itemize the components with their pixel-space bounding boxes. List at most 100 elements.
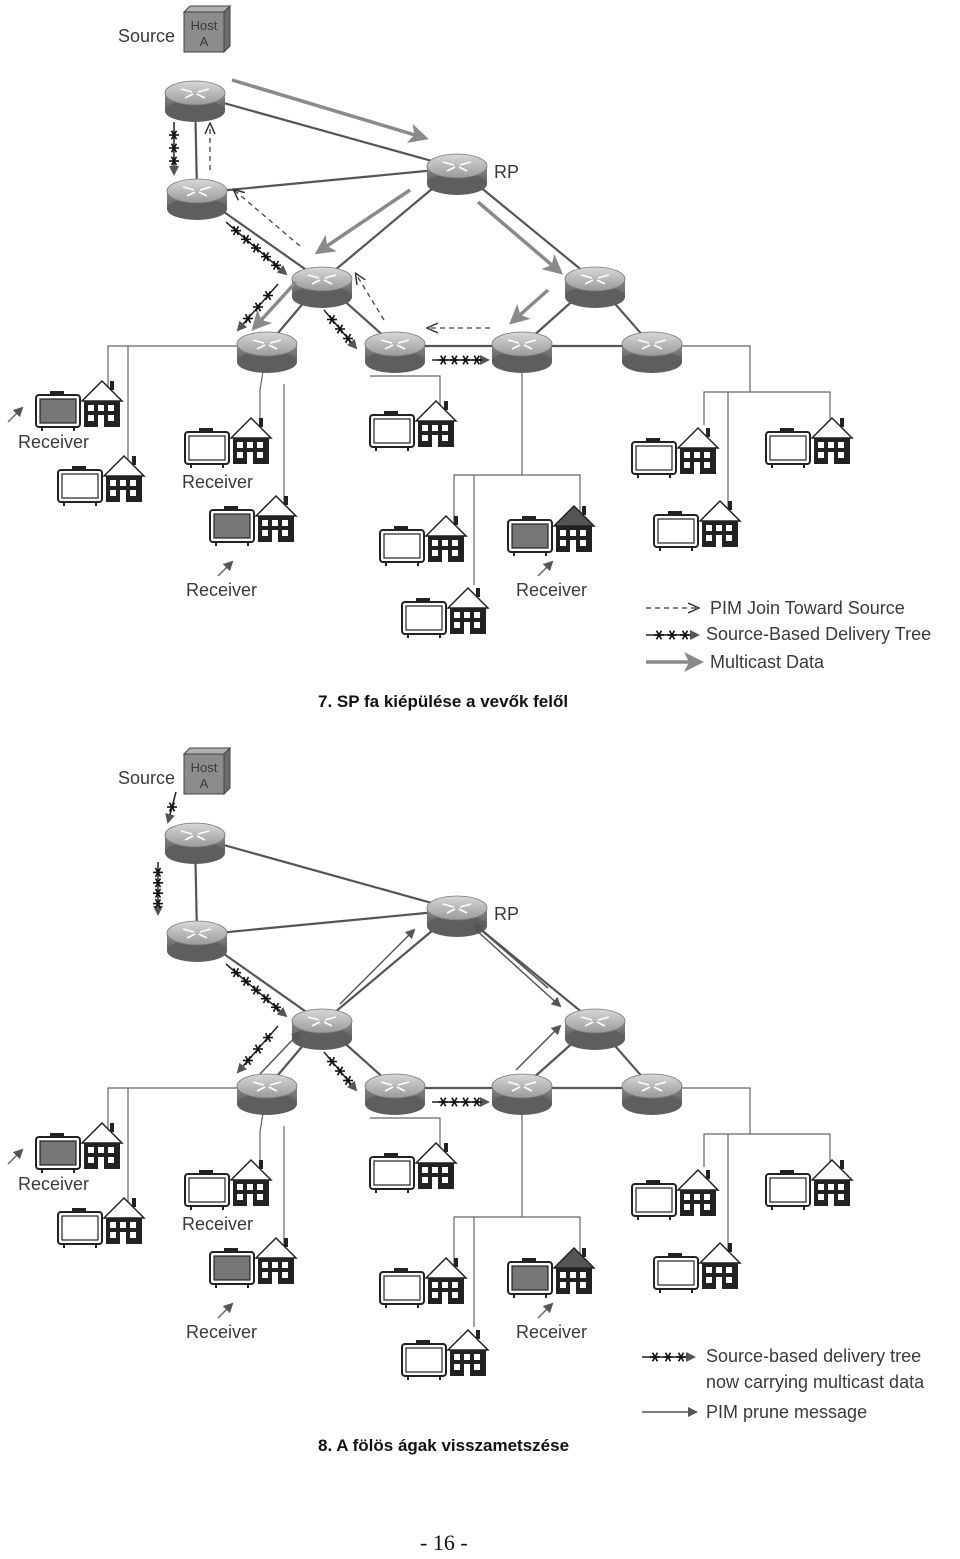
- access-line: [522, 474, 581, 520]
- access-line: [750, 391, 831, 425]
- host-label: Host: [191, 18, 218, 33]
- receiver-household-icon: [379, 514, 468, 566]
- router-icon: [164, 80, 226, 122]
- source-tree-branch: [153, 862, 163, 916]
- legend-label: Multicast Data: [710, 652, 825, 672]
- figure-7-caption: 7. SP fa kiépülése a vevők felől: [318, 692, 569, 711]
- receiver-household-icon: [369, 399, 458, 451]
- receiver-household-icon: [57, 454, 146, 506]
- legend-label: PIM Join Toward Source: [710, 598, 905, 618]
- network-link: [196, 908, 458, 937]
- receiver-household-icon: [209, 494, 298, 546]
- legend: Source-based delivery tree now carrying m…: [642, 1346, 925, 1422]
- multicast-data-arrow: [476, 200, 564, 275]
- multicast-data-arrow: [251, 280, 298, 331]
- receiver-household-icon: [209, 1236, 298, 1288]
- receiver-household-icon: [369, 1141, 458, 1193]
- router-icon: [621, 331, 683, 373]
- access-line: [370, 375, 441, 412]
- receiver-household-icon: [401, 1328, 490, 1380]
- legend-label: PIM prune message: [706, 1402, 867, 1422]
- pointer-arrow: [7, 406, 24, 423]
- router-icon: [291, 266, 353, 308]
- receiver-household-icon: [401, 586, 490, 638]
- network-link: [196, 166, 458, 195]
- legend-label: now carrying multicast data: [706, 1372, 925, 1392]
- receiver-label: Receiver: [182, 472, 253, 492]
- receiver-household-icon: [765, 1158, 854, 1210]
- pointer-arrow: [537, 1302, 554, 1319]
- router-icon: [364, 1073, 426, 1115]
- legend-label: Source-Based Delivery Tree: [706, 624, 931, 644]
- page-number: - 16 -: [420, 1530, 468, 1555]
- receiver-household-icon: [631, 426, 720, 478]
- receiver-label: Receiver: [186, 580, 257, 600]
- source-tree-branch: [225, 963, 288, 1018]
- router-icon: [564, 266, 626, 308]
- source-tree-branch: [323, 1051, 358, 1092]
- source-tree-branch: [165, 791, 177, 824]
- receiver-household-icon: [35, 1121, 124, 1173]
- receiver-household-icon: [57, 1196, 146, 1248]
- pointer-arrow: [537, 560, 554, 577]
- router-icon: [426, 153, 488, 195]
- receiver-label: Receiver: [516, 1322, 587, 1342]
- host-label: Host: [191, 760, 218, 775]
- source-label: Source: [118, 768, 175, 788]
- source-tree-branch: [646, 630, 700, 640]
- legend-label: Source-based delivery tree: [706, 1346, 921, 1366]
- receiver-label: Receiver: [516, 580, 587, 600]
- router-icon: [164, 822, 226, 864]
- host-label: A: [200, 34, 209, 49]
- access-line: [522, 1216, 581, 1262]
- pointer-arrow: [217, 1302, 234, 1319]
- receiver-label: Receiver: [18, 1174, 89, 1194]
- rp-label: RP: [494, 904, 519, 924]
- source-tree-branch: [225, 221, 288, 276]
- pointer-arrow: [217, 560, 234, 577]
- receiver-household-icon: [379, 1256, 468, 1308]
- pim-prune-arrow: [475, 929, 562, 1008]
- router-icon: [364, 331, 426, 373]
- receiver-household-icon: [507, 1246, 596, 1298]
- source-tree-branch: [236, 1025, 279, 1074]
- network-link: [194, 93, 458, 170]
- pim-prune-arrow: [515, 1024, 562, 1071]
- router-icon: [491, 1073, 553, 1115]
- multicast-data-arrow: [314, 188, 411, 255]
- access-line: [370, 1117, 441, 1154]
- receiver-label: Receiver: [186, 1322, 257, 1342]
- access-line: [453, 346, 523, 528]
- pim-prune-arrow: [472, 922, 549, 989]
- router-icon: [426, 895, 488, 937]
- source-label: Source: [118, 26, 175, 46]
- router-icon: [166, 920, 228, 962]
- multicast-data-arrow: [231, 78, 429, 143]
- pim-join-arrow: [234, 190, 301, 247]
- pim-join-arrow: [356, 274, 385, 321]
- receiver-household-icon: [184, 416, 273, 468]
- multicast-data-arrow: [509, 288, 550, 325]
- source-tree-branch: [642, 1352, 696, 1362]
- receiver-household-icon: [35, 379, 124, 431]
- figure-8-caption: 8. A fölös ágak visszametszése: [318, 1436, 570, 1455]
- receiver-household-icon: [631, 1168, 720, 1220]
- source-tree-branch: [323, 309, 358, 350]
- router-icon: [291, 1008, 353, 1050]
- router-icon: [621, 1073, 683, 1115]
- receiver-household-icon: [765, 416, 854, 468]
- router-icon: [166, 178, 228, 220]
- pim-prune-arrow: [259, 1030, 302, 1075]
- source-tree-branch: [169, 122, 179, 176]
- receiver-household-icon: [653, 1241, 742, 1293]
- router-icon: [491, 331, 553, 373]
- source-tree-branch: [236, 283, 279, 332]
- receiver-label: Receiver: [18, 432, 89, 452]
- source-tree-branch: [432, 355, 490, 365]
- receiver-household-icon: [653, 499, 742, 551]
- source-tree-branch: [432, 1097, 490, 1107]
